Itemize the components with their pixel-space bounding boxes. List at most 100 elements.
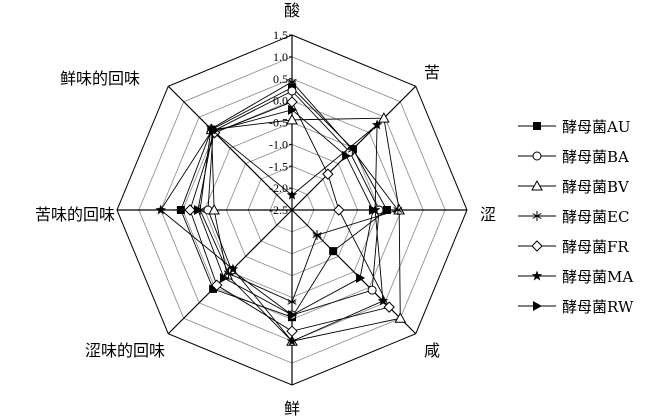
marker-diamond-open: [211, 279, 223, 291]
marker-square-filled: [209, 284, 218, 293]
star-marker: [155, 204, 166, 215]
marker-asterisk: [393, 205, 403, 215]
legend-item: 酵母菌FR: [518, 238, 629, 256]
marker-star-filled: [286, 335, 298, 346]
legend-item: 酵母菌BV: [518, 178, 630, 196]
marker-triangle-right-filled: [342, 150, 352, 161]
marker-diamond-open: [333, 204, 345, 216]
axis-line: [291, 209, 417, 335]
legend-item: 酵母菌BA: [518, 148, 629, 166]
circle-marker: [367, 285, 377, 295]
marker-square-filled: [533, 122, 541, 130]
square-marker: [209, 284, 218, 293]
triangle-right-marker: [342, 150, 352, 161]
star-marker: [531, 270, 543, 281]
tick-label: 1.0: [273, 50, 288, 64]
marker-triangle-right-filled: [288, 104, 297, 115]
legend-label: 酵母菌BA: [562, 148, 629, 166]
triangle-right-marker: [193, 205, 203, 215]
marker-circle-open: [367, 285, 377, 295]
marker-star-filled: [286, 189, 298, 200]
legend-label: 酵母菌AU: [562, 118, 630, 136]
marker-diamond-open: [286, 325, 298, 337]
marker-triangle-right-filled: [209, 126, 219, 137]
circle-marker: [287, 86, 297, 96]
legend-label: 酵母菌EC: [562, 208, 629, 226]
square-marker: [533, 122, 541, 130]
legend-label: 酵母菌FR: [562, 238, 629, 256]
tick-label: 1.5: [273, 28, 288, 42]
marker-triangle-open: [208, 203, 220, 215]
marker-triangle-right-filled: [219, 273, 229, 284]
square-marker: [176, 206, 185, 214]
marker-circle-open: [532, 151, 542, 161]
marker-triangle-right-filled: [368, 205, 378, 215]
triangle-right-marker: [288, 310, 297, 320]
axis-line: [167, 85, 293, 211]
axis-label: 咸: [424, 341, 440, 360]
marker-square-filled: [176, 206, 185, 214]
diamond-marker: [211, 279, 223, 291]
star-marker: [286, 335, 298, 346]
legend-item: 酵母菌MA: [518, 268, 633, 286]
triangle-right-marker: [356, 273, 366, 284]
series-酵母菌MA: [155, 119, 389, 346]
diamond-marker: [383, 301, 395, 313]
triangle-marker: [531, 179, 543, 191]
square-marker: [329, 247, 338, 256]
series: [155, 76, 407, 346]
axis-label: 苦: [424, 63, 440, 82]
axis-label: 酸: [284, 1, 300, 20]
marker-triangle-right-filled: [533, 301, 542, 311]
legend: 酵母菌AU 酵母菌BA 酵母菌BV 酵母菌EC 酵母菌FR 酵母菌MA 酵母菌RW: [518, 118, 634, 316]
series-line: [160, 123, 384, 342]
axis-label: 涩味的回味: [85, 341, 165, 360]
marker-star-filled: [155, 204, 166, 215]
tick-label: -2.0: [269, 181, 288, 195]
marker-asterisk: [224, 268, 234, 279]
triangle-right-marker: [288, 104, 297, 115]
triangle-marker: [208, 203, 220, 215]
marker-triangle-right-filled: [193, 205, 203, 215]
axis-label: 涩: [480, 205, 496, 224]
legend-label: 酵母菌BV: [562, 178, 630, 196]
star-marker: [371, 119, 383, 130]
diamond-marker: [531, 240, 543, 252]
marker-star-filled: [371, 119, 383, 130]
axis-label: 苦味的回味: [35, 205, 115, 224]
tick-label: 0.5: [273, 72, 288, 86]
diamond-marker: [333, 204, 345, 216]
marker-triangle-open: [378, 112, 390, 123]
diamond-marker: [184, 204, 196, 216]
marker-triangle-right-filled: [356, 273, 366, 284]
legend-item: 酵母菌RW: [518, 298, 634, 316]
tick-label: -0.5: [269, 116, 288, 130]
diamond-marker: [286, 96, 298, 108]
marker-asterisk: [312, 230, 322, 241]
legend-label: 酵母菌RW: [562, 298, 634, 316]
marker-asterisk: [287, 296, 297, 307]
series-酵母菌RW: [193, 104, 378, 320]
triangle-marker: [378, 112, 390, 123]
square-marker: [382, 206, 391, 214]
triangle-right-marker: [533, 301, 542, 311]
marker-asterisk: [532, 211, 542, 221]
triangle-marker: [394, 312, 407, 323]
star-marker: [286, 189, 298, 200]
triangle-right-marker: [368, 205, 378, 215]
tick-labels: 1.51.00.50.0-0.5-1.0-1.5-2.0-2.5: [269, 28, 292, 217]
marker-star-filled: [227, 263, 239, 274]
marker-square-filled: [382, 206, 391, 214]
marker-triangle-open: [286, 113, 298, 125]
triangle-right-marker: [219, 273, 229, 284]
legend-item: 酵母菌EC: [518, 208, 629, 226]
marker-triangle-right-filled: [288, 310, 297, 320]
diamond-marker: [286, 325, 298, 337]
marker-triangle-open: [531, 179, 543, 191]
marker-star-filled: [531, 270, 543, 281]
triangle-right-marker: [209, 126, 219, 137]
marker-circle-open: [287, 86, 297, 96]
marker-diamond-open: [286, 96, 298, 108]
circle-marker: [532, 151, 542, 161]
